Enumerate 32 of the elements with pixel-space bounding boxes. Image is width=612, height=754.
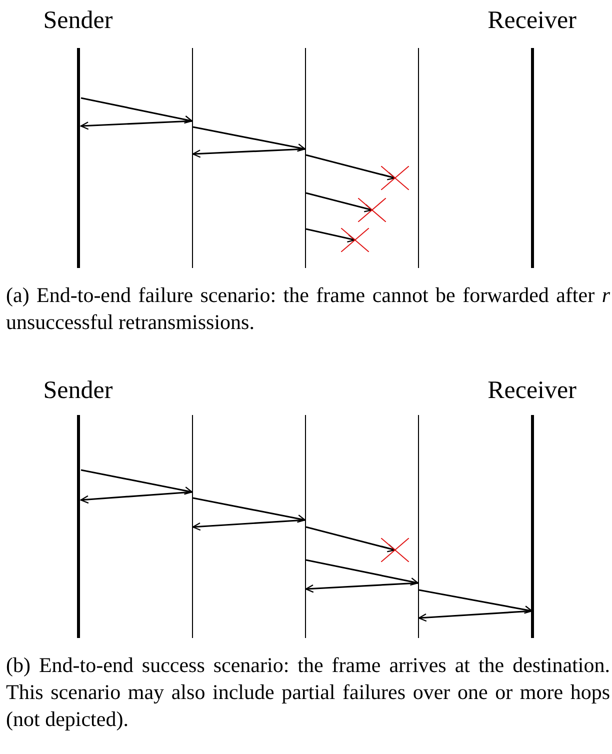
message-arrow (306, 526, 396, 552)
figure-caption: (a) End-to-end failure scenario: the frame cannot be forwarded after r unsuccessful retransmissions. (6, 282, 610, 336)
message-arrow (192, 497, 306, 523)
failure-cross-icon (358, 198, 386, 222)
message-arrow (306, 559, 419, 586)
message-arrow (306, 154, 396, 180)
lifeline (192, 415, 193, 638)
message-arrow (80, 97, 193, 124)
failure-cross-icon (381, 166, 409, 190)
lifeline-heading: Receiver (488, 6, 576, 36)
lifeline-heading: Sender (43, 6, 113, 36)
lifeline-heading: Sender (43, 376, 113, 406)
message-arrow (306, 228, 356, 243)
message-arrow (80, 491, 192, 504)
message-arrow (192, 148, 306, 158)
message-arrow (192, 519, 306, 531)
failure-cross-icon (381, 538, 409, 562)
message-arrow (80, 120, 192, 130)
message-arrow (192, 126, 306, 152)
lifeline (192, 48, 193, 268)
failure-cross-icon (341, 228, 369, 252)
lifeline-heading: Receiver (488, 376, 576, 406)
lifeline (305, 48, 306, 268)
lifeline (305, 415, 306, 638)
message-arrow (306, 192, 373, 212)
message-arrow (418, 610, 532, 622)
message-arrow (80, 469, 193, 495)
lifeline (418, 415, 419, 638)
message-arrow (418, 589, 533, 614)
message-arrow (305, 582, 418, 593)
figure-caption: (b) End-to-end success scenario: the frame arrives at the destination. This scenario may also include partial failures over one or more hops (not depicted). (6, 652, 610, 733)
lifeline (418, 48, 419, 268)
